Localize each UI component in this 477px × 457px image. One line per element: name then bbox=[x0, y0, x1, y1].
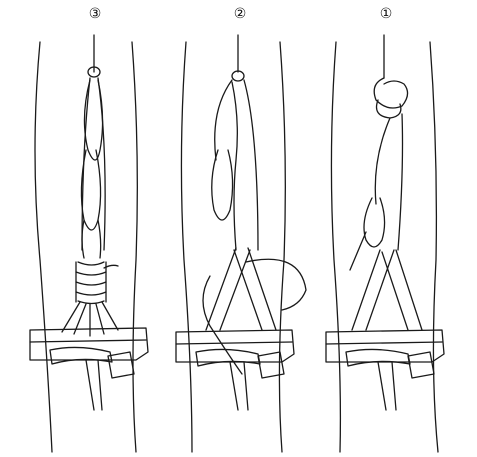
panel-1-band-left bbox=[352, 250, 394, 330]
panel-1 bbox=[326, 35, 444, 452]
panel-2-band-left bbox=[206, 248, 250, 330]
panel-3-strut bbox=[86, 360, 102, 410]
panel-3-toggle bbox=[50, 347, 112, 364]
panel-3-chain-link-b bbox=[81, 150, 100, 230]
panel-2-left-post bbox=[181, 42, 192, 452]
panel-2-loose-loop bbox=[203, 259, 306, 374]
panel-2-toggle-end bbox=[258, 352, 284, 378]
panel-3-chain-link-a bbox=[84, 80, 102, 160]
panel-1-chain-a bbox=[375, 114, 402, 250]
panel-3-platform bbox=[30, 328, 148, 360]
panel-1-label: ① bbox=[379, 6, 393, 22]
panel-1-toggle-end bbox=[408, 352, 434, 378]
panel-1-knot-loop-b bbox=[377, 100, 401, 118]
panel-2-platform-edge bbox=[176, 342, 292, 344]
panel-1-strut bbox=[378, 362, 396, 410]
panel-2-chain-outer bbox=[215, 80, 258, 250]
panel-3-top-loop bbox=[88, 67, 100, 77]
panel-3-wrap-3 bbox=[76, 282, 106, 285]
panel-3-wrap-2 bbox=[76, 272, 106, 275]
panel-1-free-end bbox=[350, 232, 366, 270]
panel-1-chain-b bbox=[364, 198, 385, 247]
panel-2-label: ② bbox=[233, 6, 247, 22]
panel-2-top-loop bbox=[232, 71, 244, 81]
panel-2-toggle bbox=[196, 349, 260, 366]
panel-3-right-post bbox=[132, 42, 137, 452]
panel-2-strut bbox=[230, 362, 248, 410]
panel-2-platform bbox=[176, 330, 294, 362]
panel-2-right-post bbox=[279, 42, 285, 452]
panel-3-wrap-4 bbox=[76, 292, 106, 295]
panel-3-chain-link-c bbox=[82, 220, 101, 258]
panel-3-wrap-sides bbox=[76, 262, 106, 302]
panel-3-wrap-5 bbox=[78, 301, 104, 304]
panel-1-platform bbox=[326, 330, 444, 362]
panel-3-left-post bbox=[35, 42, 52, 452]
panel-1-knot-loop-a bbox=[374, 78, 407, 108]
panel-1-platform-edge bbox=[326, 342, 442, 344]
panel-3-label: ③ bbox=[88, 6, 102, 22]
panel-2-chain-link-b bbox=[232, 82, 237, 250]
panel-3-platform-edge bbox=[30, 340, 146, 342]
panel-3-tail bbox=[104, 265, 118, 268]
panel-1-band-right bbox=[382, 250, 422, 330]
panel-2 bbox=[176, 35, 306, 452]
panel-2-band-right bbox=[234, 248, 276, 330]
panel-1-right-post bbox=[430, 42, 438, 452]
panel-2-chain-link-a bbox=[212, 150, 233, 220]
panel-3-wrap-1 bbox=[78, 262, 104, 265]
panel-3-lower-strands bbox=[62, 302, 118, 336]
panel-1-left-post bbox=[331, 42, 340, 452]
panel-3 bbox=[30, 35, 148, 452]
panel-3-toggle-end bbox=[108, 352, 134, 378]
